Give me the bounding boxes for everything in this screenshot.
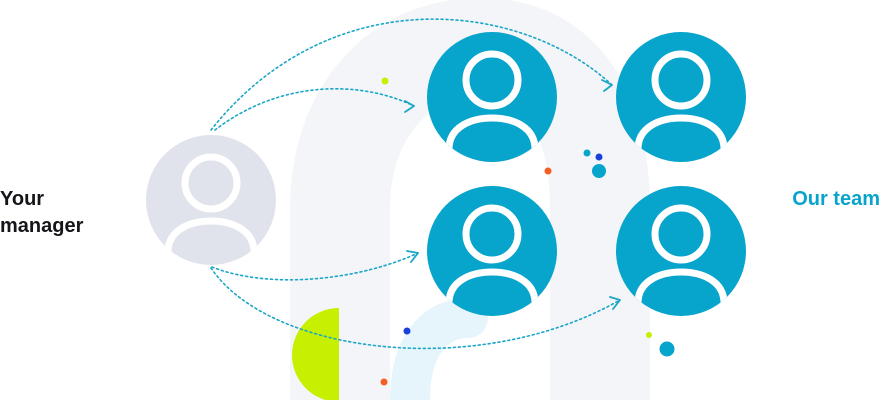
manager-label-line-1: Your xyxy=(0,188,45,210)
arrow-to-team-bottom-left xyxy=(211,252,419,281)
arrow-to-team-bottom-right xyxy=(210,267,621,350)
arrow-to-team-top-left xyxy=(214,88,415,131)
arrow-head xyxy=(404,100,415,113)
dot-orange xyxy=(544,167,552,175)
manager-label: Your manager xyxy=(0,186,130,240)
user-icon xyxy=(634,204,728,313)
dot-lime xyxy=(381,77,389,85)
manager-avatar xyxy=(146,135,276,265)
arrow-head xyxy=(609,296,621,310)
team-avatar xyxy=(427,32,557,162)
dot-navy xyxy=(595,153,603,161)
user-icon xyxy=(634,50,728,159)
team-avatar xyxy=(427,186,557,316)
dot-teal-small xyxy=(583,149,591,157)
user-icon xyxy=(445,204,539,313)
dot-teal-large xyxy=(659,341,675,357)
dot-teal-large xyxy=(592,164,606,178)
user-icon xyxy=(445,50,539,159)
team-avatar xyxy=(616,32,746,162)
arrow-head xyxy=(601,79,613,92)
arrow-head xyxy=(406,250,419,263)
backdrop-blue-arc xyxy=(390,298,488,400)
manager-label-line-2: manager xyxy=(0,215,84,237)
user-icon xyxy=(164,153,258,262)
connection-arrows xyxy=(210,18,621,350)
dot-orange xyxy=(380,378,388,386)
team-label: Our team xyxy=(792,188,880,210)
team-avatar xyxy=(616,186,746,316)
dot-lime xyxy=(646,332,652,338)
dot-navy xyxy=(403,327,411,335)
lime-half-circle xyxy=(292,308,339,400)
arrow-to-team-top-right xyxy=(210,18,613,131)
arrow-heads xyxy=(404,79,621,310)
decorative-dots xyxy=(380,77,675,386)
